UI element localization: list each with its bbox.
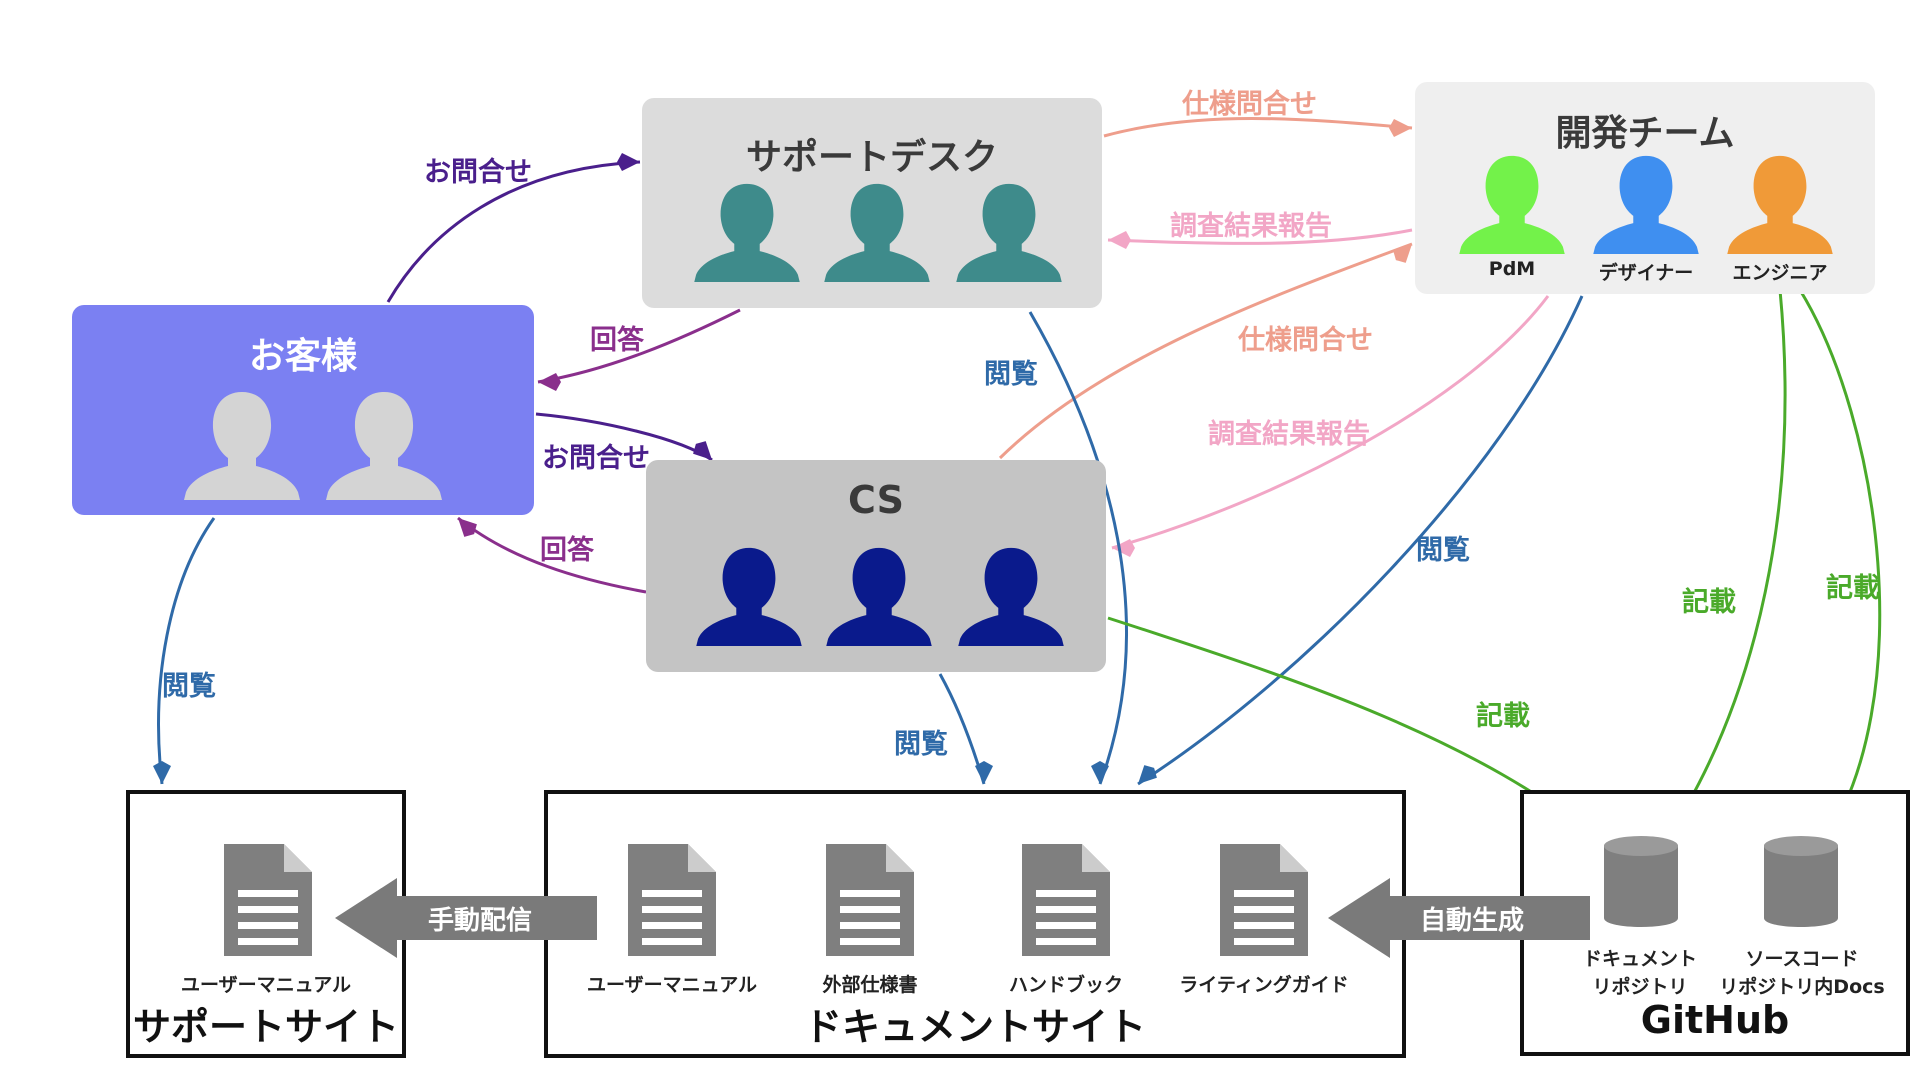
designer-label: デザイナー <box>1598 262 1694 284</box>
customer-title: お客様 <box>248 336 357 377</box>
database-icon <box>1602 832 1680 932</box>
document-icon <box>1220 844 1308 956</box>
document-icon <box>1022 844 1110 956</box>
repo-label: ドキュメント <box>1582 948 1697 970</box>
edge-label-answer: 回答 <box>540 535 594 566</box>
arrow-cs-to-customer-answer <box>457 516 647 594</box>
document-site-title: ドキュメントサイト <box>803 1005 1146 1049</box>
customer-person-icon <box>182 390 302 500</box>
support-person-icon <box>692 182 802 282</box>
doc-label: ユーザーマニュアル <box>180 974 352 996</box>
edge-label-browse: 閲覧 <box>162 671 216 702</box>
support-person-icon <box>822 182 932 282</box>
document-icon <box>628 844 716 956</box>
doc-label: ユーザーマニュアル <box>586 974 758 996</box>
support-desk-box: サポートデスク <box>642 98 1102 308</box>
cs-title: CS <box>848 478 904 522</box>
designer-person-icon <box>1591 154 1701 254</box>
arrow-dev-browse-docsite <box>1137 295 1584 786</box>
engineer-label: エンジニア <box>1732 262 1828 284</box>
arrow-support-browse-docsite <box>1028 311 1128 785</box>
edge-label-spec-inquiry: 仕様問合せ <box>1238 325 1373 356</box>
repo-label: リポジトリ内Docs <box>1719 976 1885 998</box>
pdm-person-icon <box>1457 154 1567 254</box>
doc-label: ハンドブック <box>1008 974 1123 996</box>
document-site-box: ユーザーマニュアル 外部仕様書 ハンドブック ライティングガイド ドキュメントサ… <box>544 790 1406 1058</box>
edge-label-browse: 閲覧 <box>894 729 948 760</box>
arrow-cs-browse-docsite <box>938 673 993 785</box>
cs-person-icon <box>956 546 1066 646</box>
doc-label: 外部仕様書 <box>822 974 918 996</box>
cs-person-icon <box>694 546 804 646</box>
dev-team-box: 開発チーム PdM デザイナー エンジニア <box>1415 82 1875 294</box>
arrow-customer-to-support-inquiry <box>386 153 641 303</box>
arrow-dev-to-support-report <box>1107 228 1413 249</box>
customer-box: お客様 <box>72 305 534 515</box>
edge-label-write: 記載 <box>1476 701 1530 732</box>
pdm-label: PdM <box>1488 258 1536 280</box>
customer-person-icon <box>324 390 444 500</box>
github-title: GitHub <box>1640 998 1790 1042</box>
edge-label-browse: 閲覧 <box>984 359 1038 390</box>
arrow-support-to-customer-answer <box>537 308 741 391</box>
edge-label-write: 記載 <box>1826 573 1880 604</box>
dev-team-title: 開発チーム <box>1555 113 1735 154</box>
edge-label-report: 調査結果報告 <box>1208 419 1370 450</box>
repo-label: ソースコード <box>1745 948 1859 970</box>
manual-delivery-label: 手動配信 <box>428 906 533 936</box>
support-site-title: サポートサイト <box>132 1005 399 1049</box>
manual-delivery-arrow <box>335 878 597 958</box>
arrow-customer-browse-site <box>153 517 216 785</box>
auto-generate-arrow <box>1328 878 1590 958</box>
edge-label-spec-inquiry: 仕様問合せ <box>1182 89 1317 120</box>
edge-label-write: 記載 <box>1682 587 1736 618</box>
document-icon <box>826 844 914 956</box>
edge-label-answer: 回答 <box>590 325 644 356</box>
edge-label-inquiry: お問合せ <box>424 157 532 188</box>
auto-generate-label: 自動生成 <box>1420 906 1525 936</box>
cs-box: CS <box>646 460 1106 672</box>
arrow-cs-to-dev-spec <box>998 242 1413 460</box>
doc-label: ライティングガイド <box>1179 974 1349 996</box>
engineer-person-icon <box>1725 154 1835 254</box>
support-person-icon <box>954 182 1064 282</box>
edge-label-report: 調査結果報告 <box>1170 211 1332 242</box>
edge-label-browse: 閲覧 <box>1416 535 1470 566</box>
edge-label-inquiry: お問合せ <box>542 443 650 474</box>
arrow-support-to-dev-spec <box>1103 117 1413 138</box>
repo-label: リポジトリ <box>1592 976 1688 998</box>
document-icon <box>224 844 312 956</box>
database-icon <box>1762 832 1840 932</box>
arrow-dev-to-cs-report <box>1111 295 1550 557</box>
arrow-customer-to-cs-inquiry <box>535 412 713 462</box>
arrow-engineer-write-doc-repo <box>1660 289 1787 847</box>
cs-person-icon <box>824 546 934 646</box>
support-desk-title: サポートデスク <box>745 137 998 178</box>
